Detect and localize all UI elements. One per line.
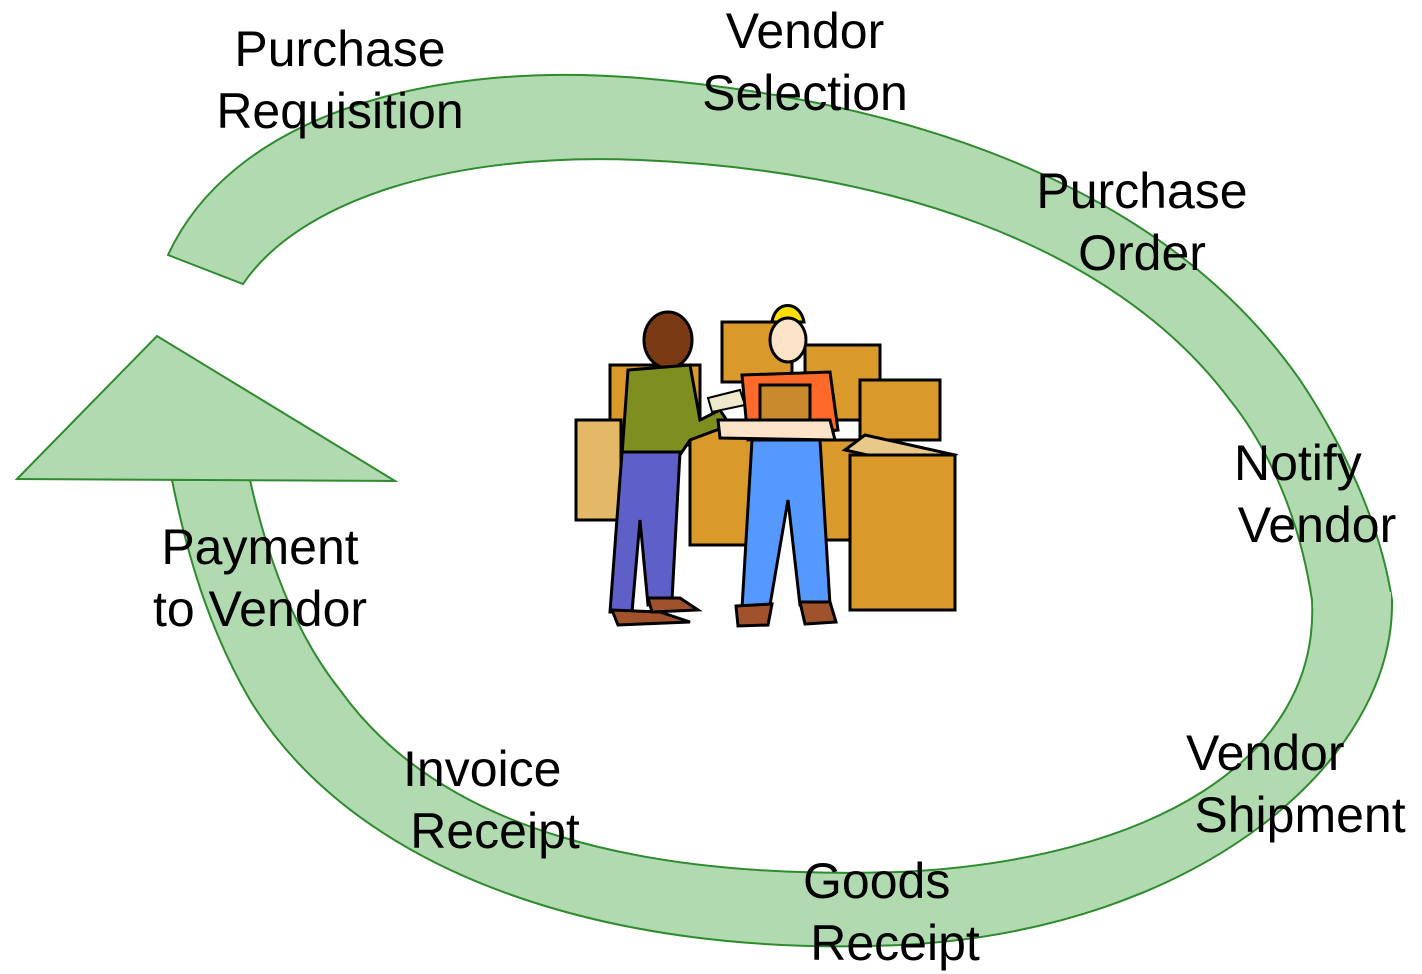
- step-invoice-receipt-line2: Receipt: [410, 803, 580, 859]
- step-vendor-shipment: Vendor Shipment: [1182, 722, 1418, 846]
- step-vendor-shipment-line1: Vendor: [1186, 725, 1345, 781]
- step-payment-to-vendor-line1: Payment: [161, 519, 359, 575]
- step-purchase-order: Purchase Order: [1022, 160, 1262, 284]
- cycle-arrowhead: [14, 334, 399, 483]
- step-vendor-selection-line2: Selection: [702, 65, 908, 121]
- step-goods-receipt: Goods Receipt: [795, 850, 995, 974]
- step-purchase-order-line2: Order: [1078, 225, 1206, 281]
- step-payment-to-vendor: Payment to Vendor: [135, 516, 385, 640]
- step-invoice-receipt: Invoice Receipt: [395, 738, 595, 862]
- step-vendor-selection: Vendor Selection: [685, 0, 925, 124]
- step-purchase-requisition: Purchase Requisition: [205, 18, 475, 142]
- step-goods-receipt-line1: Goods: [803, 853, 951, 909]
- step-notify-vendor-line1: Notify: [1234, 435, 1362, 491]
- step-notify-vendor-line2: Vendor: [1237, 497, 1397, 553]
- step-purchase-requisition-line1: Purchase: [234, 21, 446, 77]
- step-invoice-receipt-line1: Invoice: [403, 741, 562, 797]
- step-vendor-selection-line1: Vendor: [725, 3, 885, 59]
- step-purchase-requisition-line2: Requisition: [216, 83, 464, 139]
- step-payment-to-vendor-line2: to Vendor: [152, 581, 368, 637]
- step-vendor-shipment-line2: Shipment: [1194, 787, 1406, 843]
- step-notify-vendor: Notify Vendor: [1222, 432, 1412, 556]
- step-goods-receipt-line2: Receipt: [810, 915, 980, 971]
- workers-with-boxes-icon: [574, 304, 959, 628]
- arc-join: [1313, 592, 1391, 608]
- step-purchase-order-line1: Purchase: [1036, 163, 1248, 219]
